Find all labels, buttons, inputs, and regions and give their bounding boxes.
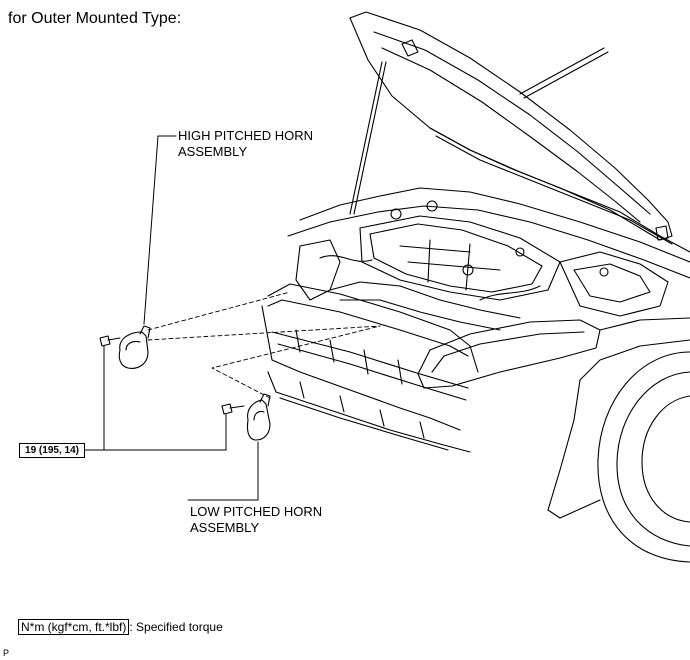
- high-pitched-horn: [118, 325, 151, 369]
- cowl-panel: [429, 127, 690, 253]
- torque-units-box: N*m (kgf*cm, ft.*lbf): [18, 619, 130, 635]
- torque-legend-description: : Specified torque: [129, 620, 223, 634]
- headlamp: [417, 319, 601, 389]
- high-horn-label-line-1: HIGH PITCHED HORN: [178, 128, 314, 143]
- low-pitched-horn-label: LOW PITCHED HORN ASSEMBLY: [190, 504, 322, 536]
- mounting-guide-lines: [147, 291, 381, 399]
- hood-support-rod: [349, 61, 387, 215]
- high-pitched-horn-label: HIGH PITCHED HORN ASSEMBLY: [178, 128, 313, 160]
- engine-compartment: [287, 187, 690, 331]
- low-pitched-horn: [246, 393, 271, 441]
- torque-spec-box: 19 (195, 14): [19, 443, 85, 458]
- low-horn-label-line-1: LOW PITCHED HORN: [190, 504, 323, 519]
- diagram-heading: for Outer Mounted Type:: [8, 10, 182, 27]
- leader-lines: [83, 135, 259, 501]
- front-bumper: [261, 283, 471, 453]
- front-fender: [547, 317, 690, 519]
- front-wheel: [597, 351, 690, 563]
- high-horn-label-line-2: ASSEMBLY: [178, 144, 248, 159]
- corner-mark: P: [3, 648, 10, 658]
- open-hood: [349, 11, 673, 241]
- low-horn-bolt: [221, 403, 245, 415]
- low-horn-label-line-2: ASSEMBLY: [190, 520, 260, 535]
- torque-legend: N*m (kgf*cm, ft.*lbf): Specified torque: [18, 619, 223, 635]
- high-horn-bolt: [99, 335, 121, 347]
